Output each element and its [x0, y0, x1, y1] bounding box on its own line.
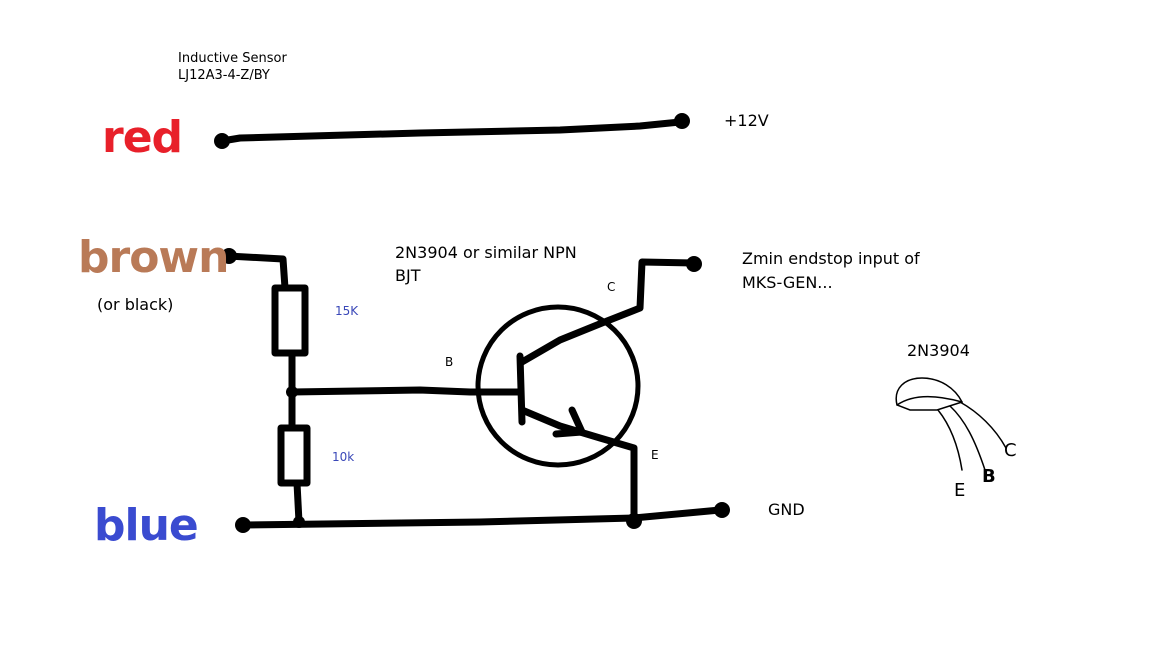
pin-label-b: B — [445, 355, 454, 369]
transistor-desc-2: BJT — [395, 266, 421, 285]
ground-label: GND — [768, 500, 805, 519]
pin-label-e: E — [651, 448, 659, 462]
brown-note: (or black) — [97, 295, 174, 314]
base-wire — [288, 386, 522, 396]
package-pin-e: E — [954, 480, 966, 501]
output-label-1: Zmin endstop input of — [742, 249, 920, 268]
terminal-dot — [674, 113, 690, 129]
resistor-label-15k: 15K — [335, 304, 359, 318]
supply-wire — [218, 118, 684, 145]
resistor-label-10k: 10k — [332, 450, 355, 464]
sensor-model: LJ12A3-4-Z/BY — [178, 68, 270, 83]
emitter-arrow — [552, 406, 586, 438]
terminal-dot — [235, 517, 251, 533]
ground-wire — [239, 506, 724, 529]
brown-wire — [224, 252, 289, 292]
transistor-circle — [475, 304, 641, 468]
terminal-dot — [686, 256, 702, 272]
output-label-2: MKS-GEN... — [742, 273, 833, 292]
wire-label-red: red — [102, 112, 183, 163]
resistor-15k — [271, 284, 309, 357]
terminal-dot — [221, 248, 237, 264]
package-title: 2N3904 — [907, 341, 970, 360]
transistor-desc-1: 2N3904 or similar NPN — [395, 243, 577, 262]
wire-label-brown: brown — [78, 232, 229, 283]
junction-dot — [293, 516, 305, 528]
pin-label-c: C — [607, 280, 616, 294]
supply-label: +12V — [724, 111, 769, 130]
sensor-title: Inductive Sensor — [178, 51, 287, 66]
wire-label-blue: blue — [94, 500, 199, 551]
junction-dot — [286, 386, 298, 398]
resistor-10k — [277, 424, 311, 487]
junction-dot — [626, 513, 642, 529]
collector-line — [518, 258, 698, 366]
terminal-dot — [214, 133, 230, 149]
terminal-dot — [714, 502, 730, 518]
package-pin-c: C — [1004, 440, 1017, 461]
emitter-line — [518, 406, 638, 522]
package-sketch — [895, 377, 1007, 471]
package-pin-b: B — [982, 466, 996, 487]
